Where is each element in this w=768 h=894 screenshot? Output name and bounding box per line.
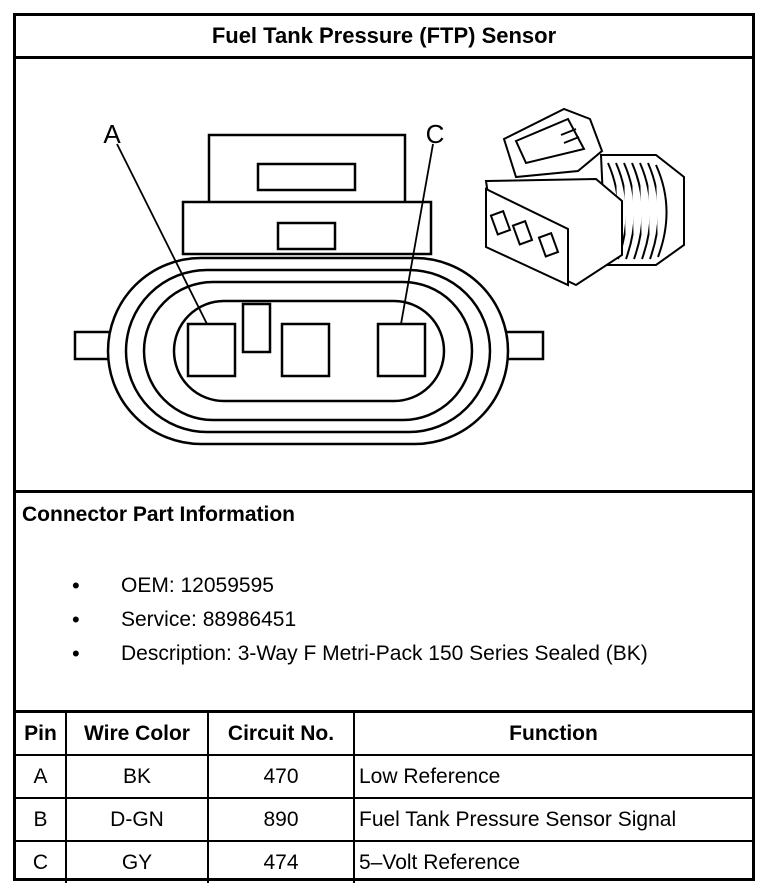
diagram-frame: Fuel Tank Pressure (FTP) Sensor xyxy=(13,13,755,883)
oem-part-number: OEM: 12059595 xyxy=(121,574,274,597)
terminal-slot xyxy=(511,219,534,246)
table-header-row: Pin Wire Color Circuit No. Function xyxy=(16,713,752,756)
bullet-icon: • xyxy=(72,607,80,632)
connector-info-heading: Connector Part Information xyxy=(22,503,296,526)
column-header-circuit-no: Circuit No. xyxy=(207,713,355,756)
terminal-slot xyxy=(537,231,560,258)
table-row: B D-GN 890 Fuel Tank Pressure Sensor Sig… xyxy=(16,797,752,842)
connector-part-info: Connector Part Information • OEM: 120595… xyxy=(16,493,752,713)
connector-diagram: A C xyxy=(16,59,752,493)
service-part-number: Service: 88986451 xyxy=(121,608,297,631)
pin-cell: C xyxy=(16,840,67,883)
pin-label-c: C xyxy=(426,119,445,149)
latch-grip xyxy=(560,128,577,136)
wire-color-cell: GY xyxy=(65,840,209,883)
connector-face-drawing: A C xyxy=(73,107,685,446)
column-header-function: Function xyxy=(353,713,752,756)
seal-rib xyxy=(655,164,668,258)
pin-table: Pin Wire Color Circuit No. Function A BK… xyxy=(16,713,752,883)
page-title: Fuel Tank Pressure (FTP) Sensor xyxy=(16,16,752,59)
latch-window xyxy=(256,162,357,192)
table-row: A BK 470 Low Reference xyxy=(16,754,752,799)
leader-line-c xyxy=(400,143,434,325)
wire-color-cell: D-GN xyxy=(65,797,209,842)
latch-tab xyxy=(276,221,337,251)
inner-oval xyxy=(142,280,474,422)
latch-face xyxy=(514,117,586,165)
pin-cavity-b xyxy=(280,322,331,378)
bullet-icon: • xyxy=(72,573,80,598)
function-cell: Low Reference xyxy=(353,754,752,799)
terminal-slot xyxy=(489,209,512,236)
circuit-no-cell: 470 xyxy=(207,754,355,799)
middle-oval xyxy=(124,268,492,434)
connector-3d-illustration xyxy=(484,107,685,287)
column-header-pin: Pin xyxy=(16,713,67,756)
function-cell: Fuel Tank Pressure Sensor Signal xyxy=(353,797,752,842)
bullet-icon: • xyxy=(72,641,80,666)
cavity-oval xyxy=(172,299,446,403)
outer-oval xyxy=(106,256,510,446)
pin-cell: A xyxy=(16,754,67,799)
connector-description: Description: 3-Way F Metri-Pack 150 Seri… xyxy=(121,642,648,665)
pin-cavity-a xyxy=(186,322,237,378)
pin-label-a: A xyxy=(103,119,121,149)
pin-cell: B xyxy=(16,797,67,842)
circuit-no-cell: 890 xyxy=(207,797,355,842)
latch-grip xyxy=(563,136,580,144)
leader-line-a xyxy=(116,143,208,325)
keyway xyxy=(241,302,272,354)
table-row: C GY 474 5–Volt Reference xyxy=(16,840,752,883)
column-header-wire-color: Wire Color xyxy=(65,713,209,756)
wire-color-cell: BK xyxy=(65,754,209,799)
function-cell: 5–Volt Reference xyxy=(353,840,752,883)
circuit-no-cell: 474 xyxy=(207,840,355,883)
